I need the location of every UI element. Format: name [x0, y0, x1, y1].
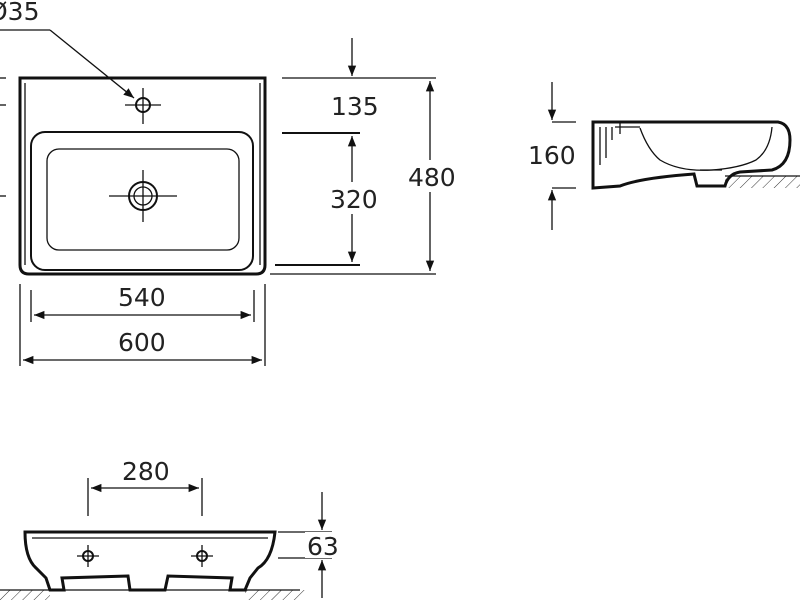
basin-outline-side: [591, 120, 792, 190]
hole-diameter-label: Ø35: [0, 0, 40, 26]
leader-arrow: [49, 29, 135, 99]
basin-inner-profile: [599, 126, 773, 171]
tap-hole-right: [191, 545, 213, 567]
tap-hole-left: [77, 545, 99, 567]
wall-hatching: [725, 176, 800, 188]
dim-600-label: 600: [118, 328, 166, 357]
basin-outline-top: [18, 76, 267, 276]
dim-480-label: 480: [408, 163, 456, 192]
label-bg: [404, 160, 459, 192]
label-bg: [305, 532, 343, 558]
label-bg: [325, 182, 380, 214]
dim-540-label: 540: [118, 283, 166, 312]
tap-hole: [125, 88, 161, 124]
bowl-inner: [46, 148, 240, 251]
dim-320-label: 320: [330, 185, 378, 214]
dim-280-label: 280: [122, 457, 170, 486]
floor-hatching: [245, 590, 305, 600]
bowl-outer: [30, 131, 254, 271]
top-view: Ø35 135 320 480 540 600: [0, 0, 459, 366]
floor-hatching: [0, 590, 50, 600]
side-view: 160: [528, 82, 800, 230]
front-view: 280 63: [0, 457, 343, 600]
drain-hole: [109, 170, 177, 222]
basin-outline-front: [23, 530, 277, 592]
dim-160-label: 160: [528, 141, 576, 170]
dim-63-label: 63: [307, 532, 339, 561]
dim-135-label: 135: [331, 92, 379, 121]
